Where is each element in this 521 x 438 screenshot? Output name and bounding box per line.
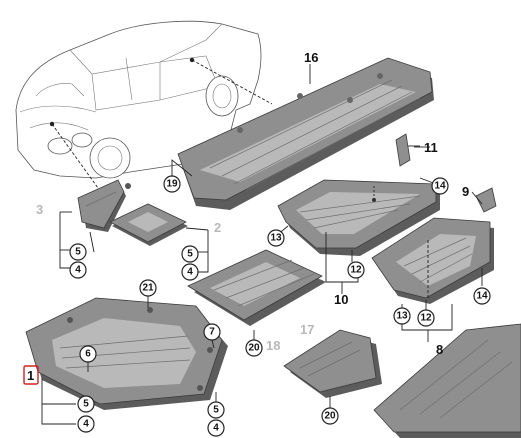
callout-19[interactable]: 19 xyxy=(163,175,181,193)
part-11-bracket[interactable] xyxy=(395,133,420,167)
svg-text:5: 5 xyxy=(83,399,89,410)
label-17: 17 xyxy=(300,322,314,337)
svg-text:4: 4 xyxy=(213,423,219,434)
svg-text:4: 4 xyxy=(75,265,81,276)
label-1-highlight[interactable]: 1 xyxy=(23,365,39,385)
svg-text:20: 20 xyxy=(324,411,336,422)
svg-text:14: 14 xyxy=(476,291,488,302)
callout-6[interactable]: 6 xyxy=(79,345,97,363)
svg-text:13: 13 xyxy=(396,311,408,322)
svg-text:14: 14 xyxy=(434,181,446,192)
svg-text:20: 20 xyxy=(248,343,260,354)
part-2-plate[interactable] xyxy=(109,203,188,246)
callout-12-upper[interactable]: 12 xyxy=(347,261,365,279)
svg-text:7: 7 xyxy=(209,327,215,338)
callout-20-part18[interactable]: 20 xyxy=(245,339,263,357)
callout-4-part2[interactable]: 4 xyxy=(181,263,199,281)
svg-text:6: 6 xyxy=(85,349,91,360)
svg-text:5: 5 xyxy=(187,249,193,260)
callout-12-lower[interactable]: 12 xyxy=(417,309,435,327)
svg-text:4: 4 xyxy=(187,267,193,278)
svg-text:21: 21 xyxy=(142,283,154,294)
callout-5-part1[interactable]: 5 xyxy=(77,395,95,413)
callout-5-part2[interactable]: 5 xyxy=(181,245,199,263)
svg-text:12: 12 xyxy=(420,313,432,324)
callout-4-part1[interactable]: 4 xyxy=(77,415,95,433)
part-3-bracket[interactable] xyxy=(77,179,131,232)
label-2: 2 xyxy=(214,220,221,235)
callout-14-upper[interactable]: 14 xyxy=(431,177,449,195)
svg-text:13: 13 xyxy=(270,233,282,244)
part-10-center-panel[interactable] xyxy=(277,179,440,256)
part-9-bracket[interactable] xyxy=(475,187,497,213)
part-18-plate[interactable] xyxy=(187,249,326,326)
label-16: 16 xyxy=(304,50,318,65)
label-1: 1 xyxy=(27,368,34,383)
part-1-front-underbody-panel[interactable] xyxy=(25,297,228,410)
svg-text:4: 4 xyxy=(83,419,89,430)
callout-21[interactable]: 21 xyxy=(139,279,157,297)
callout-4-part3[interactable]: 4 xyxy=(69,261,87,279)
part-rear-partial-panel[interactable] xyxy=(373,323,521,438)
label-11: 11 xyxy=(424,140,438,155)
label-8: 8 xyxy=(436,342,443,357)
svg-text:19: 19 xyxy=(166,179,178,190)
callout-13-lower[interactable]: 13 xyxy=(393,307,411,325)
label-10: 10 xyxy=(334,292,348,307)
svg-text:12: 12 xyxy=(350,265,362,276)
part-8-right-panel[interactable] xyxy=(371,217,494,304)
label-9: 9 xyxy=(462,184,469,199)
callout-20-part17[interactable]: 20 xyxy=(321,407,339,425)
callout-5-part1-right[interactable]: 5 xyxy=(207,401,225,419)
label-18: 18 xyxy=(266,338,280,353)
callout-13-upper[interactable]: 13 xyxy=(267,229,285,247)
vehicle-illustration xyxy=(15,20,273,189)
part-17-plate[interactable] xyxy=(283,329,382,398)
callout-5-part3[interactable]: 5 xyxy=(69,243,87,261)
svg-text:5: 5 xyxy=(213,405,219,416)
callout-14-lower[interactable]: 14 xyxy=(473,287,491,305)
part-16-rear-underbody-panel[interactable] xyxy=(177,57,434,210)
callout-4-part1-right[interactable]: 4 xyxy=(207,419,225,437)
label-3: 3 xyxy=(36,202,43,217)
callout-7[interactable]: 7 xyxy=(203,323,221,341)
svg-text:5: 5 xyxy=(75,247,81,258)
part-number-labels: 16 11 9 3 2 10 8 18 17 xyxy=(36,50,469,357)
